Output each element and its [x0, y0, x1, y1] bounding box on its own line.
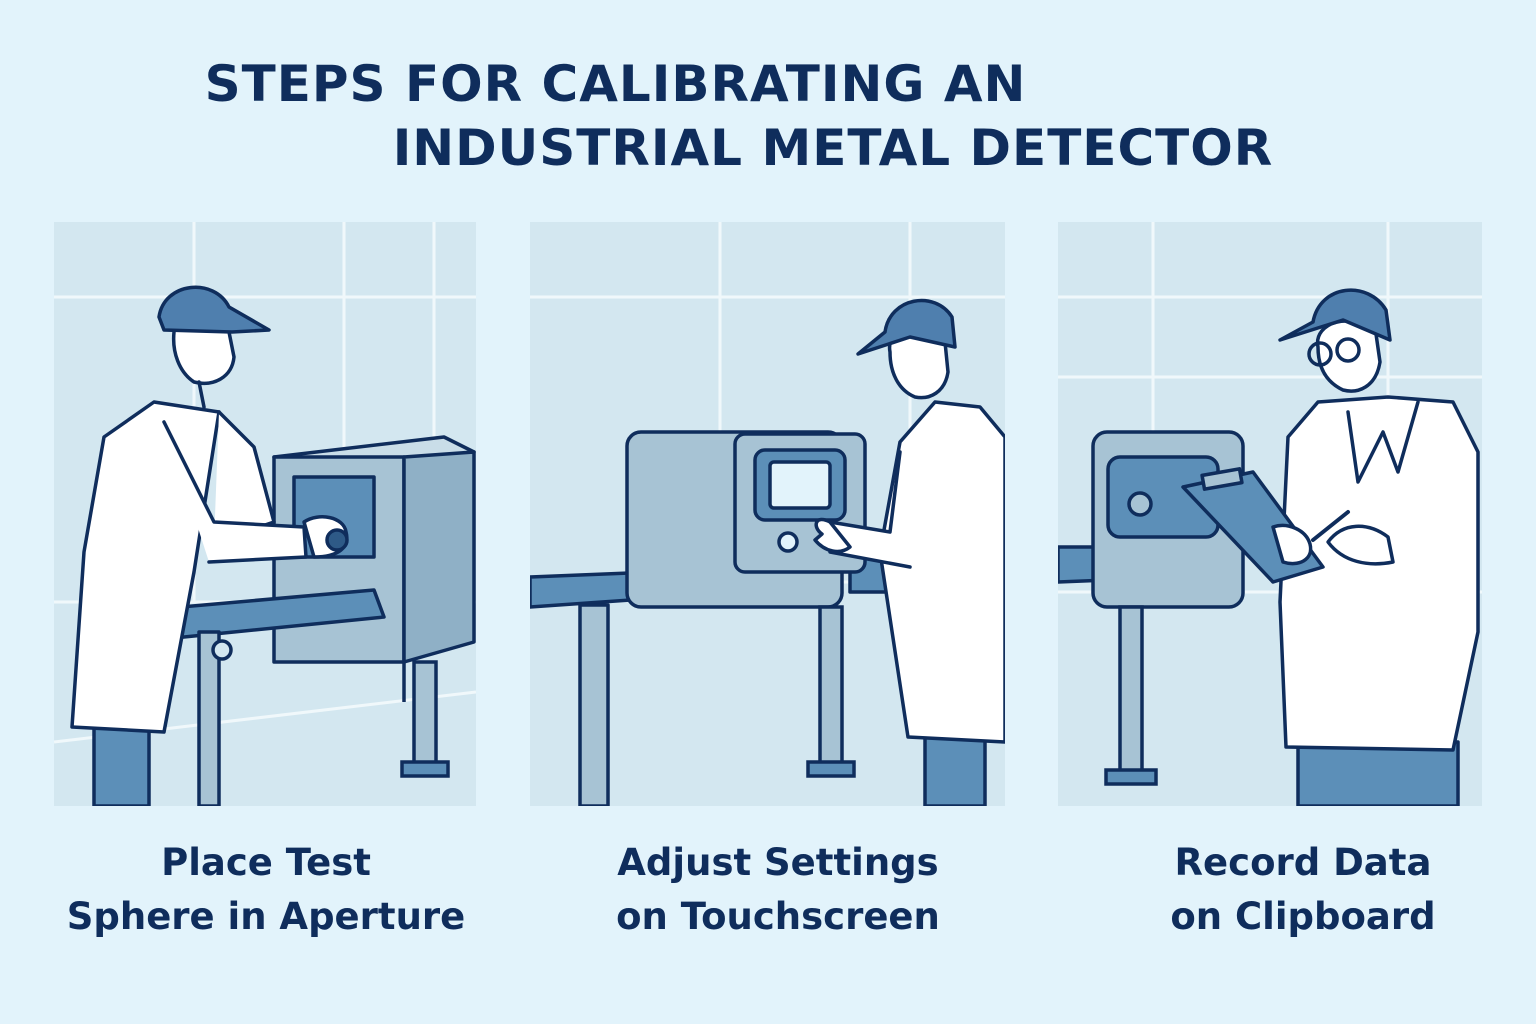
- hand: [813, 517, 852, 554]
- page-title: STEPS FOR CALIBRATING AN INDUSTRIAL META…: [0, 52, 1536, 180]
- step-3-illustration: [1058, 222, 1482, 806]
- step-1-caption-line-1: Place Test: [161, 841, 371, 884]
- title-line-2: INDUSTRIAL METAL DETECTOR: [392, 119, 1274, 177]
- worker-recording-data: [1181, 288, 1480, 806]
- step-2-caption-line-1: Adjust Settings: [617, 841, 939, 884]
- hand: [1271, 523, 1313, 566]
- metal-detector: [272, 435, 476, 702]
- step-2-caption: Adjust Settings on Touchscreen: [545, 836, 1011, 944]
- metal-detector: [625, 430, 867, 609]
- step-1-caption: Place Test Sphere in Aperture: [44, 836, 488, 944]
- step-2-illustration: [530, 222, 1005, 806]
- cap-icon: [856, 298, 957, 356]
- glasses-icon: [1307, 341, 1333, 367]
- detector-stand: [400, 660, 450, 778]
- worker-adjusting-settings: [813, 298, 1005, 806]
- touchscreen: [768, 460, 832, 510]
- step-2-scene: [530, 222, 1005, 806]
- step-3-scene: [1058, 222, 1482, 806]
- title-line-1: STEPS FOR CALIBRATING AN: [204, 55, 1027, 113]
- step-1-illustration: [54, 222, 476, 806]
- cap-icon: [157, 285, 271, 334]
- step-1-scene: [54, 222, 476, 806]
- lab-coat: [878, 400, 1005, 744]
- detector-stand: [1104, 605, 1158, 786]
- test-sphere: [325, 528, 349, 552]
- control-button: [777, 531, 799, 553]
- lab-coat: [1278, 395, 1480, 752]
- conveyor-roller: [211, 639, 233, 661]
- step-2-caption-line-2: on Touchscreen: [616, 895, 940, 938]
- detector-stand: [806, 605, 856, 778]
- step-3-caption: Record Data on Clipboard: [1110, 836, 1496, 944]
- lab-coat: [70, 400, 221, 734]
- cap-icon: [1278, 288, 1392, 342]
- control-button: [1127, 491, 1153, 517]
- step-3-caption-line-2: on Clipboard: [1170, 895, 1436, 938]
- worker-placing-sphere: [70, 285, 349, 806]
- step-3-caption-line-1: Record Data: [1174, 841, 1432, 884]
- pen: [1311, 510, 1350, 542]
- step-1-caption-line-2: Sphere in Aperture: [66, 895, 466, 938]
- clipboard-clip: [1200, 467, 1244, 491]
